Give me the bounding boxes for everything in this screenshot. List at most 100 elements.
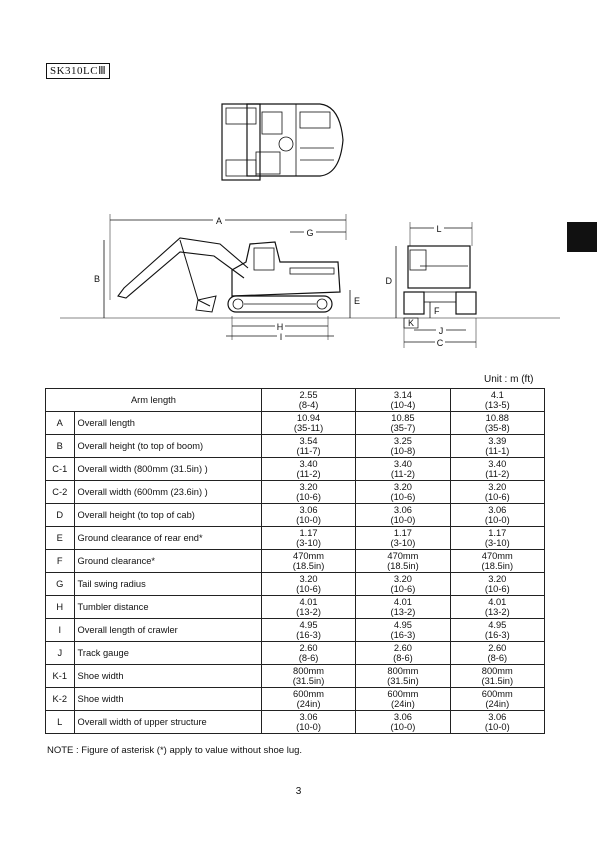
dim-label-d: D (386, 276, 393, 286)
row-code: E (45, 526, 75, 550)
value-cell: 3.06(10-0) (449, 503, 546, 527)
value-cell: 600mm(24in) (355, 687, 451, 711)
row-label: Shoe width (73, 664, 262, 688)
value-cell: 2.60(8-6) (355, 641, 451, 665)
value-cell: 4.01(13-2) (260, 595, 357, 619)
value-cell: 10.88(35-8) (449, 411, 546, 435)
value-cell: 470mm(18.5in) (260, 549, 357, 573)
dim-label-a: A (216, 216, 222, 226)
dim-label-g: G (306, 228, 313, 238)
value-cell: 800mm(31.5in) (260, 664, 357, 688)
value-cell: 3.40(11-2) (260, 457, 357, 481)
specification-table: Arm length 2.55(8-4) 3.14(10-4) 4.1(13-5… (45, 388, 546, 734)
arm-length-cell: 3.14(10-4) (355, 388, 451, 412)
row-code: B (45, 434, 75, 458)
value-cell: 3.20(10-6) (260, 480, 357, 504)
row-code: C-2 (45, 480, 75, 504)
row-label: Overall length (73, 411, 262, 435)
value-cell: 3.06(10-0) (355, 710, 451, 734)
row-code: K-1 (45, 664, 75, 688)
value-cell: 600mm(24in) (449, 687, 546, 711)
row-code: L (45, 710, 75, 734)
row-code: D (45, 503, 75, 527)
value-cell: 3.40(11-2) (449, 457, 546, 481)
value-cell: 2.60(8-6) (260, 641, 357, 665)
row-code: K-2 (45, 687, 75, 711)
arm-length-cell: 4.1(13-5) (449, 388, 546, 412)
value-cell: 3.06(10-0) (260, 710, 357, 734)
footnote: NOTE : Figure of asterisk (*) apply to v… (47, 745, 303, 756)
row-code: J (45, 641, 75, 665)
value-cell: 4.95(16-3) (260, 618, 357, 642)
value-cell: 4.01(13-2) (355, 595, 451, 619)
value-cell: 3.20(10-6) (260, 572, 357, 596)
dim-label-e: E (354, 296, 360, 306)
arm-length-cell: 2.55(8-4) (260, 388, 357, 412)
top-view (221, 103, 344, 181)
dim-label-j: J (439, 326, 444, 336)
row-label: Ground clearance of rear end* (73, 526, 262, 550)
value-cell: 3.39(11-1) (449, 434, 546, 458)
row-label: Overall width (800mm (31.5in) ) (73, 457, 262, 481)
value-cell: 3.54(11-7) (260, 434, 357, 458)
unit-label: Unit : m (ft) (484, 374, 534, 385)
row-code: I (45, 618, 75, 642)
page-number: 3 (295, 786, 302, 797)
table-header-row: Arm length 2.55(8-4) 3.14(10-4) 4.1(13-5… (45, 388, 546, 412)
value-cell: 800mm(31.5in) (355, 664, 451, 688)
row-label: Tail swing radius (73, 572, 262, 596)
value-cell: 3.20(10-6) (355, 572, 451, 596)
value-cell: 1.17(3-10) (260, 526, 357, 550)
dim-label-l: L (436, 224, 441, 234)
row-label: Shoe width (73, 687, 262, 711)
value-cell: 1.17(3-10) (449, 526, 546, 550)
row-label: Overall length of crawler (73, 618, 262, 642)
dim-label-c: C (437, 338, 444, 348)
value-cell: 3.25(10-8) (355, 434, 451, 458)
row-code: A (45, 411, 75, 435)
row-code: C-1 (45, 457, 75, 481)
model-label: SK310LCⅢ (46, 63, 111, 79)
row-label: Overall width of upper structure (73, 710, 262, 734)
side-view: A G B E H I (60, 214, 560, 342)
value-cell: 470mm(18.5in) (449, 549, 546, 573)
value-cell: 3.20(10-6) (355, 480, 451, 504)
front-view: L D F K J C (386, 222, 477, 348)
row-label: Overall width (600mm (23.6in) ) (73, 480, 262, 504)
row-label: Ground clearance* (73, 549, 262, 573)
dim-label-h: H (277, 322, 284, 332)
section-tab-marker (567, 222, 597, 252)
dim-label-i: I (280, 332, 283, 342)
excavator-dimension-drawing: A G B E H I L D (60, 103, 560, 348)
value-cell: 600mm(24in) (260, 687, 357, 711)
arm-length-header: Arm length (45, 388, 262, 412)
row-label: Overall height (to top of boom) (73, 434, 262, 458)
dim-label-f: F (434, 306, 440, 316)
value-cell: 470mm(18.5in) (355, 549, 451, 573)
value-cell: 3.06(10-0) (260, 503, 357, 527)
row-code: F (45, 549, 75, 573)
value-cell: 2.60(8-6) (449, 641, 546, 665)
dim-label-k: K (408, 318, 414, 328)
dim-label-b: B (94, 274, 100, 284)
row-code: H (45, 595, 75, 619)
row-code: G (45, 572, 75, 596)
value-cell: 3.06(10-0) (355, 503, 451, 527)
value-cell: 1.17(3-10) (355, 526, 451, 550)
row-label: Track gauge (73, 641, 262, 665)
value-cell: 4.95(16-3) (355, 618, 451, 642)
value-cell: 3.40(11-2) (355, 457, 451, 481)
